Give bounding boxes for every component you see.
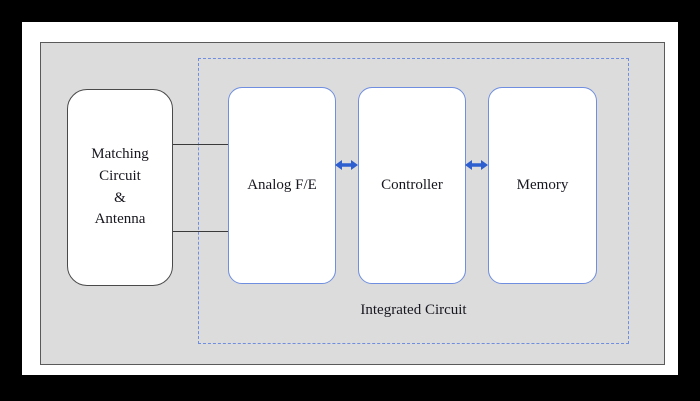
double-arrow-icon-analog-controller bbox=[335, 158, 358, 172]
block-analog-label: Analog F/E bbox=[247, 176, 317, 193]
wire-antenna-analog-top bbox=[172, 144, 229, 145]
block-antenna-line-1: Matching bbox=[91, 146, 149, 162]
wire-antenna-analog-bottom bbox=[172, 231, 229, 232]
block-antenna-line-2: Circuit bbox=[99, 167, 141, 184]
block-antenna-line-3: & bbox=[114, 189, 126, 206]
integrated-circuit-boundary bbox=[198, 58, 629, 344]
block-controller-label: Controller bbox=[381, 176, 443, 193]
double-arrow-icon-controller-memory bbox=[465, 158, 488, 172]
block-memory[interactable]: Memory bbox=[488, 87, 597, 284]
diagram-panel: Integrated Circuit Matching Circuit & An… bbox=[40, 42, 665, 365]
block-matching-circuit-antenna[interactable]: Matching Circuit & Antenna bbox=[67, 89, 173, 286]
block-memory-label: Memory bbox=[516, 176, 569, 193]
integrated-circuit-label: Integrated Circuit bbox=[360, 302, 467, 318]
block-analog-front-end[interactable]: Analog F/E bbox=[228, 87, 336, 284]
block-controller[interactable]: Controller bbox=[358, 87, 466, 284]
block-antenna-line-4: Antenna bbox=[94, 211, 146, 228]
